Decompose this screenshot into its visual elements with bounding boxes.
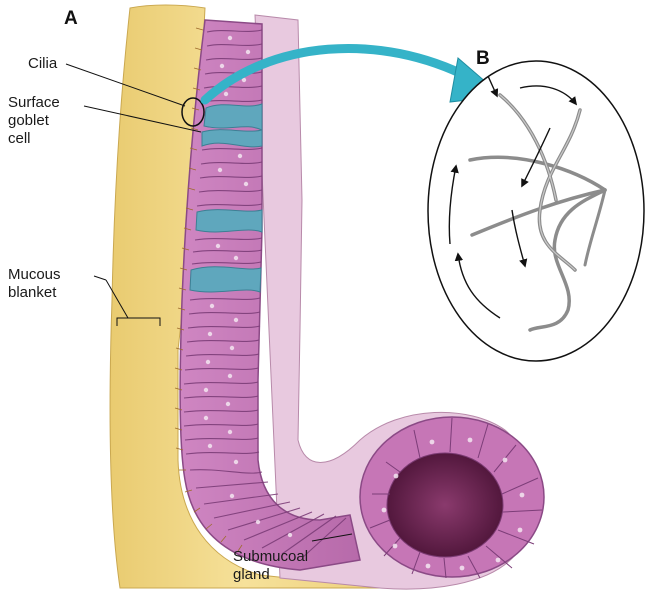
mucous-blanket-label: Mucous blanket xyxy=(8,266,61,302)
submucosal-gland-label: Submucoal gland xyxy=(233,548,308,584)
submucosal-gland xyxy=(360,417,544,578)
surface-goblet-cell-label: Surface goblet cell xyxy=(8,94,60,148)
panel-a-label: A xyxy=(64,8,78,30)
cilia-label: Cilia xyxy=(28,55,57,73)
panel-b-label: B xyxy=(476,48,490,70)
